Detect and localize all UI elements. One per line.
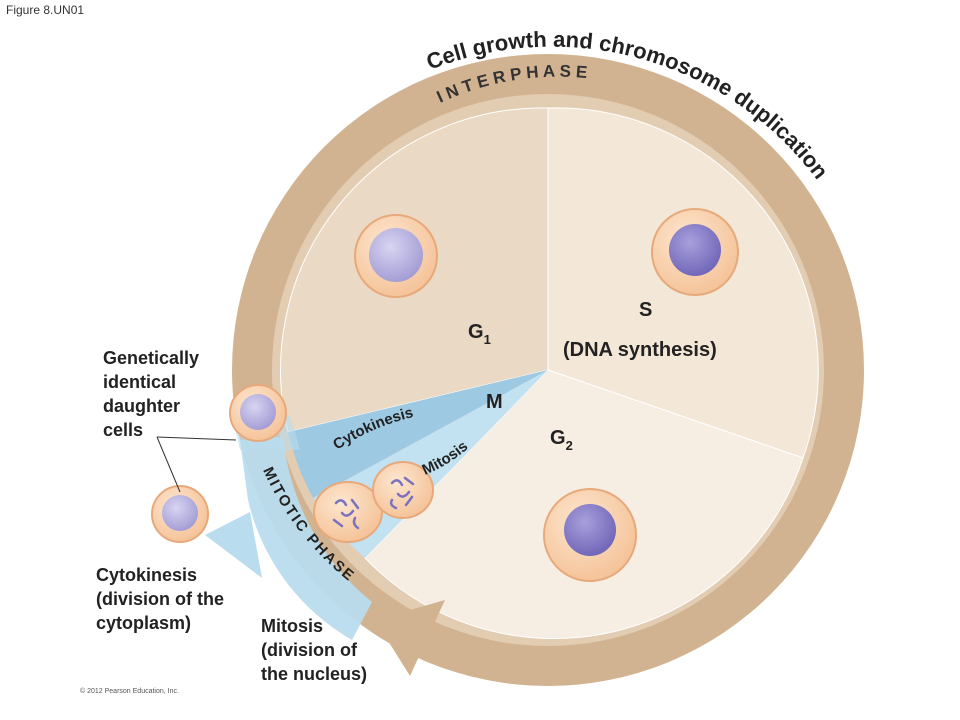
leader-line-upper <box>156 436 237 441</box>
copyright-notice: © 2012 Pearson Education, Inc. <box>80 688 179 695</box>
s-label: S <box>639 299 652 321</box>
m-label: M <box>486 391 503 413</box>
sector-cytokinesis <box>288 370 548 498</box>
mitotic-arrow-head <box>205 512 262 578</box>
leader-line-lower <box>156 436 181 493</box>
s-cell <box>651 208 739 296</box>
cytokinesis-description: Cytokinesis (division of the cytoplasm) <box>96 565 224 633</box>
s-description: (DNA synthesis) <box>563 339 717 361</box>
chromosomes-right-icon <box>389 476 415 510</box>
g2-cell <box>543 488 637 582</box>
daughter-cell-lower <box>151 485 209 543</box>
interphase-arrow-head <box>375 600 445 676</box>
g1-cell <box>354 214 438 298</box>
mitosis-description: Mitosis (division of the nucleus) <box>261 616 368 684</box>
daughter-cell-upper <box>229 384 287 442</box>
chromosomes-left-icon <box>332 498 360 530</box>
g1-label: G1 <box>468 321 491 347</box>
g2-label: G2 <box>550 427 573 453</box>
dividing-cell <box>313 461 434 543</box>
figure-label: Figure 8.UN01 <box>6 3 85 17</box>
daughter-cells-label: Genetically identical daughter cells <box>103 348 200 440</box>
mitotic-phase-band <box>240 437 372 640</box>
